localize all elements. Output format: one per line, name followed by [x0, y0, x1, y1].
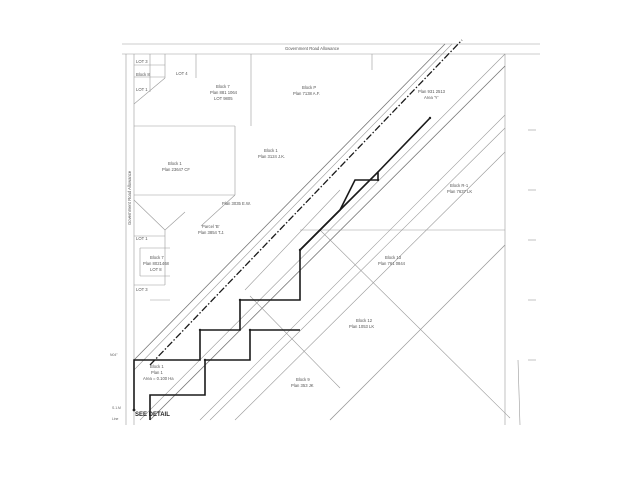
svg-text:Block R-1: Block R-1: [450, 183, 469, 188]
parcel-label-blockR1: Block R-1 Plan 7637 LK: [447, 183, 472, 194]
svg-text:Plan 1053 LK: Plan 1053 LK: [349, 324, 374, 329]
parcel-label-lot1-top: LOT 1: [136, 87, 148, 92]
svg-text:Block P: Block P: [302, 85, 316, 90]
svg-text:LOT 3: LOT 3: [136, 287, 148, 292]
svg-text:Plan 931 2513: Plan 931 2513: [418, 89, 446, 94]
parcel-label-lot3: LOT 3: [136, 59, 148, 64]
svg-text:LOT 1: LOT 1: [136, 236, 148, 241]
svg-text:Block 8: Block 8: [136, 72, 150, 77]
bearing-note-2: S.1.M: [112, 406, 121, 410]
svg-text:Area 'Y': Area 'Y': [424, 95, 439, 100]
parcel-label-lot4: LOT 4: [176, 71, 188, 76]
parcel-label-parcelB: Parcel 'B' Plan 3854 T.J.: [198, 224, 224, 235]
parcel-label-lot1-mid: LOT 1: [136, 236, 148, 241]
parcel-label-block7b: Block 7 Plan 8021468 LOT 8: [143, 255, 170, 272]
parcel-label-lot3b: LOT 3: [136, 287, 148, 292]
svg-text:Plan 3035 E.W.: Plan 3035 E.W.: [222, 201, 251, 206]
centreline-dashed: [149, 39, 463, 366]
parcel-label-plan931: Plan 931 2513 Area 'Y': [418, 89, 446, 100]
svg-text:Plan 761 0844: Plan 761 0844: [378, 261, 406, 266]
svg-text:Block 1: Block 1: [168, 161, 182, 166]
svg-text:Block 7: Block 7: [150, 255, 164, 260]
svg-text:Plan 1: Plan 1: [151, 370, 164, 375]
svg-text:LOT 4: LOT 4: [176, 71, 188, 76]
survey-markers: [132, 116, 432, 412]
svg-text:Plan 3124 J.K.: Plan 3124 J.K.: [258, 154, 285, 159]
parcel-label-block13: Block 13 Plan 761 0844: [378, 255, 406, 266]
parcel-label-block9: Block 9 Plan 353 JK: [291, 377, 314, 388]
svg-text:Plan 353 JK: Plan 353 JK: [291, 383, 314, 388]
svg-text:LOT 8: LOT 8: [150, 267, 162, 272]
svg-text:Plan 8021468: Plan 8021468: [143, 261, 170, 266]
svg-text:LOT 1: LOT 1: [136, 87, 148, 92]
right-edge-marks: [504, 129, 536, 426]
parcel-label-block1c: Block 1 Plan 1 Area = 0.100 Ha: [143, 364, 174, 381]
parcel-label-blockP: Block P Plan 7138 A.F.: [293, 85, 320, 96]
road-allowance-lines: [122, 43, 540, 425]
svg-text:LOT 9805: LOT 9805: [214, 96, 233, 101]
parcel-label-block7: Block 7 Plan 881 1064 LOT 9805: [210, 84, 238, 101]
diagonal-corridor-lines: [133, 43, 511, 421]
parcel-label-plan3035: Plan 3035 E.W.: [222, 201, 251, 206]
parcel-label-block1b: Block 1 Plan 23647 CF: [162, 161, 190, 172]
parcel-label-block12: Block 12 Plan 1053 LK: [349, 318, 374, 329]
bearing-note-3: Line: [112, 417, 119, 421]
svg-text:Area = 0.100 Ha: Area = 0.100 Ha: [143, 376, 174, 381]
see-detail-note[interactable]: SEE DETAIL: [135, 412, 170, 418]
svg-text:Parcel 'B': Parcel 'B': [202, 224, 220, 229]
svg-text:Plan 881 1064: Plan 881 1064: [210, 90, 238, 95]
svg-text:Plan 3854 T.J.: Plan 3854 T.J.: [198, 230, 224, 235]
parcel-label-block1a: Block 1 Plan 3124 J.K.: [258, 148, 285, 159]
svg-text:Block 12: Block 12: [356, 318, 373, 323]
svg-text:LOT 3: LOT 3: [136, 59, 148, 64]
parcel-label-block8: Block 8: [136, 72, 150, 77]
bearing-note: N04°: [110, 353, 118, 357]
svg-text:Block 7: Block 7: [216, 84, 230, 89]
svg-text:Plan 7138 A.F.: Plan 7138 A.F.: [293, 91, 320, 96]
svg-text:Block 1: Block 1: [150, 364, 164, 369]
svg-text:Block 13: Block 13: [385, 255, 402, 260]
parcel-boundaries: [133, 54, 373, 301]
svg-text:Block 9: Block 9: [296, 377, 310, 382]
road-label-left: Government Road Allowance: [127, 170, 132, 225]
svg-text:Plan 7637 LK: Plan 7637 LK: [447, 189, 472, 194]
svg-text:Block 1: Block 1: [264, 148, 278, 153]
svg-text:Plan 23647 CF: Plan 23647 CF: [162, 167, 190, 172]
road-label-top: Government Road Allowance: [285, 46, 340, 51]
